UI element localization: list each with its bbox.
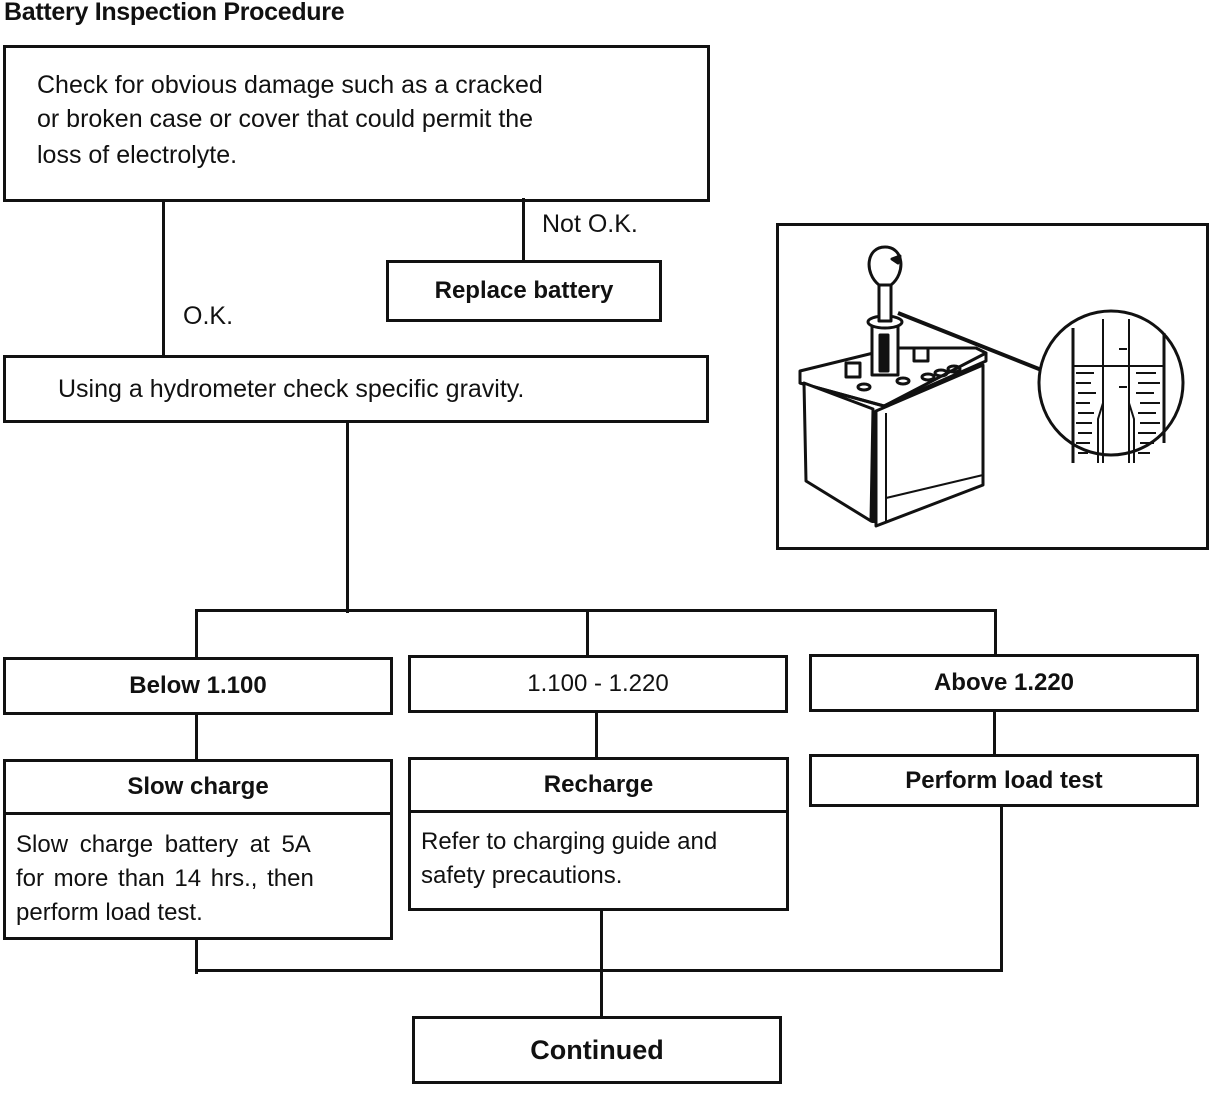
continued-label: Continued — [530, 1034, 664, 1065]
connector-mid-action — [595, 711, 598, 759]
inspect-line-3: loss of electrolyte. — [37, 141, 238, 169]
ok-label: O.K. — [183, 302, 234, 330]
recharge-header: Recharge — [411, 760, 786, 813]
battery-cap — [912, 346, 930, 363]
connector-below-action — [195, 713, 198, 761]
load-test-label: Perform load test — [905, 766, 1103, 794]
hydrometer-label: Using a hydrometer check specific gravit… — [58, 374, 525, 403]
electrolyte-hatching — [1076, 372, 1160, 454]
recharge-line-1: Refer to charging guide and — [421, 828, 718, 855]
connector-recharge-merge — [600, 909, 603, 1019]
slow-charge-box: Slow charge Slow charge battery at 5A fo… — [3, 759, 393, 940]
branch-bar — [195, 609, 997, 612]
connector-ok — [162, 200, 165, 358]
recharge-title: Recharge — [543, 771, 654, 798]
connector-branch-3 — [994, 609, 997, 655]
slow-charge-title: Slow charge — [127, 773, 269, 800]
connector-not-ok — [522, 198, 525, 262]
slow-charge-line-2: for more than 14 hrs., then — [16, 865, 314, 892]
range-below-box: Below 1.100 — [3, 657, 393, 715]
slow-charge-line-3: perform load test. — [16, 899, 203, 926]
range-below-label: Below 1.100 — [129, 672, 267, 699]
not-ok-label: Not O.K. — [542, 210, 638, 238]
connector-above-action — [993, 710, 996, 756]
continued-box: Continued — [412, 1016, 782, 1084]
inspect-line-1: Check for obvious damage such as a crack… — [37, 71, 543, 99]
hydrometer-box: Using a hydrometer check specific gravit… — [3, 355, 709, 423]
battery-body — [802, 381, 875, 523]
range-above-box: Above 1.220 — [809, 654, 1199, 712]
range-mid-label: 1.100 - 1.220 — [527, 670, 669, 697]
replace-battery-box: Replace battery — [386, 260, 662, 322]
inspect-line-2: or broken case or cover that could permi… — [37, 105, 534, 133]
load-test-box: Perform load test — [809, 754, 1199, 807]
hydrometer-inset — [1037, 309, 1185, 457]
battery-cap — [844, 361, 862, 379]
slow-charge-header: Slow charge — [6, 762, 390, 815]
connector-load-merge — [1000, 805, 1003, 971]
recharge-line-2: safety precautions. — [421, 862, 623, 889]
merge-bar — [195, 969, 1003, 972]
replace-battery-label: Replace battery — [434, 277, 614, 304]
connector-branch-1 — [195, 609, 198, 659]
hydrometer-bulb — [867, 245, 903, 287]
recharge-box: Recharge Refer to charging guide and saf… — [408, 757, 789, 911]
range-mid-box: 1.100 - 1.220 — [408, 655, 788, 713]
connector-branch-2 — [586, 609, 589, 657]
slow-charge-line-1: Slow charge battery at 5A — [16, 831, 311, 858]
page-title: Battery Inspection Procedure — [4, 0, 345, 26]
connector-slow-merge — [195, 938, 198, 974]
hydrometer-illustration — [798, 245, 1185, 528]
range-above-label: Above 1.220 — [933, 669, 1075, 696]
connector-hydrometer-down — [346, 421, 349, 613]
inset-pointer — [897, 311, 1045, 373]
inspect-damage-box: Check for obvious damage such as a crack… — [3, 45, 710, 202]
